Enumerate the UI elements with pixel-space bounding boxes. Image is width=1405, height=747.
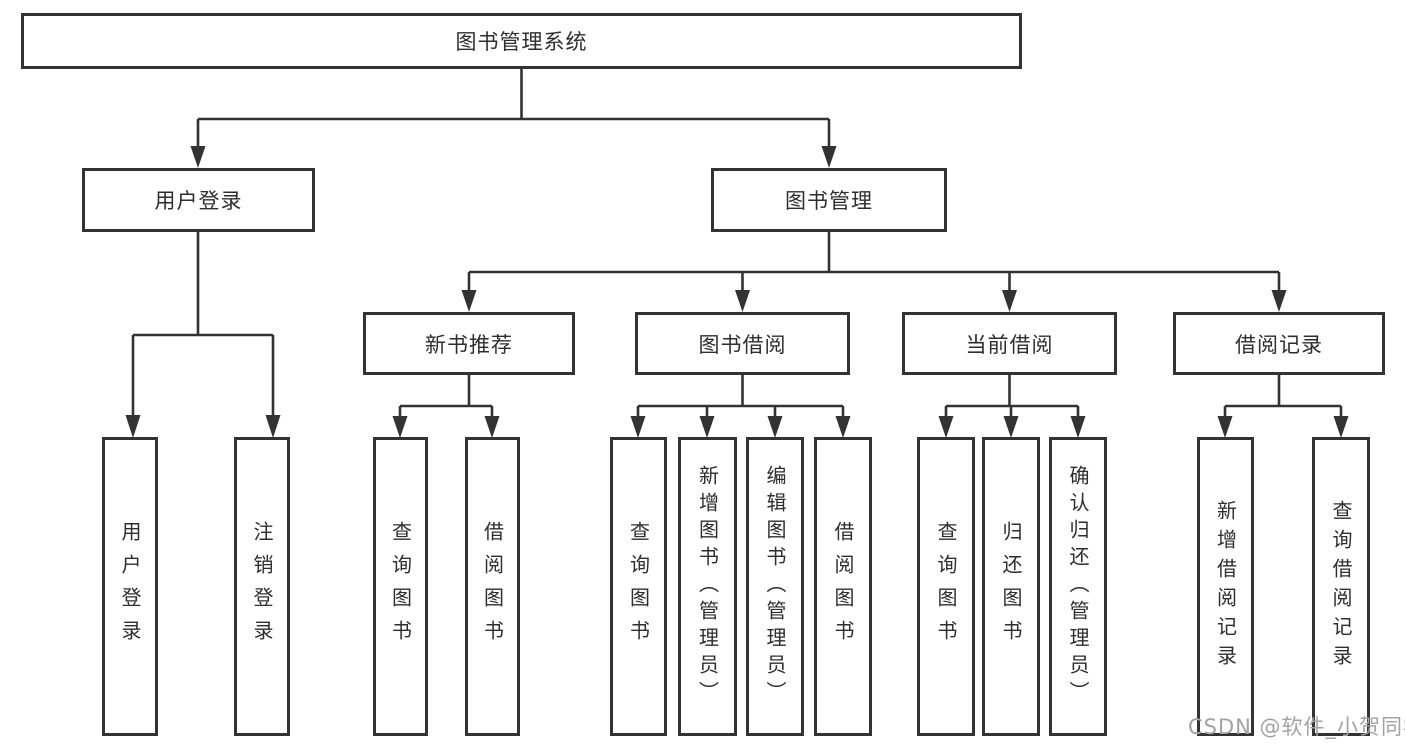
leaf-label: 新增借阅记录 xyxy=(1213,499,1238,674)
leaf-confirm-return-admin: 确认归还（管理员） xyxy=(1049,437,1107,736)
leaf-label: 编辑图书（管理员） xyxy=(763,465,787,708)
leaf-label: 归还图书 xyxy=(999,520,1023,653)
node-new-book-recommend: 新书推荐 xyxy=(363,312,575,375)
leaf-label: 用户登录 xyxy=(118,520,142,653)
node-library-system: 图书管理系统 xyxy=(21,13,1022,69)
edges-level-3 xyxy=(461,232,1287,312)
leaf-query-books-borrow: 查询图书 xyxy=(610,437,667,736)
node-book-management: 图书管理 xyxy=(711,168,947,232)
leaf-label: 查询借阅记录 xyxy=(1329,499,1353,674)
leaf-edit-book-admin: 编辑图书（管理员） xyxy=(746,437,804,736)
node-user-login: 用户登录 xyxy=(82,168,315,232)
leaf-label: 注销登录 xyxy=(250,520,274,653)
leaf-label: 借阅图书 xyxy=(831,520,855,653)
node-label: 当前借阅 xyxy=(965,332,1054,357)
edges-current-borrow-group xyxy=(938,375,1086,438)
leaf-label: 新增图书（管理员） xyxy=(695,465,720,708)
leaf-logout: 注销登录 xyxy=(234,437,290,736)
edges-borrow-record-group xyxy=(1217,375,1349,438)
edges-user-login-group xyxy=(125,232,281,438)
leaf-label: 查询图书 xyxy=(934,520,958,653)
leaf-borrow-books: 借阅图书 xyxy=(814,437,872,736)
node-label: 借阅记录 xyxy=(1235,332,1323,357)
leaf-add-book-admin: 新增图书（管理员） xyxy=(678,437,737,736)
leaf-query-books-current: 查询图书 xyxy=(917,437,975,736)
leaf-return-books: 归还图书 xyxy=(982,437,1040,736)
leaf-query-books-recommend: 查询图书 xyxy=(373,437,428,736)
leaf-user-login: 用户登录 xyxy=(102,437,158,736)
node-current-borrow: 当前借阅 xyxy=(902,312,1117,375)
leaf-label: 借阅图书 xyxy=(480,520,505,653)
csdn-watermark: CSDN @软件_小贺同学 xyxy=(1188,715,1405,739)
leaf-label: 确认归还（管理员） xyxy=(1066,465,1090,708)
leaf-label: 查询图书 xyxy=(626,520,651,653)
edges-level-2 xyxy=(190,69,837,168)
node-label: 新书推荐 xyxy=(425,332,513,357)
leaf-borrow-books-recommend: 借阅图书 xyxy=(465,437,520,736)
node-label: 图书借阅 xyxy=(698,332,787,357)
node-book-borrow: 图书借阅 xyxy=(635,312,850,375)
node-label: 图书管理 xyxy=(785,189,873,213)
node-borrow-records: 借阅记录 xyxy=(1173,312,1385,375)
node-label: 图书管理系统 xyxy=(455,30,588,54)
leaf-label: 查询图书 xyxy=(388,520,413,653)
edges-new-book-group xyxy=(392,375,500,438)
node-label: 用户登录 xyxy=(154,189,243,213)
leaf-query-borrow-record: 查询借阅记录 xyxy=(1312,437,1370,736)
edges-book-borrow-group xyxy=(630,375,851,438)
leaf-add-borrow-record: 新增借阅记录 xyxy=(1197,437,1254,736)
